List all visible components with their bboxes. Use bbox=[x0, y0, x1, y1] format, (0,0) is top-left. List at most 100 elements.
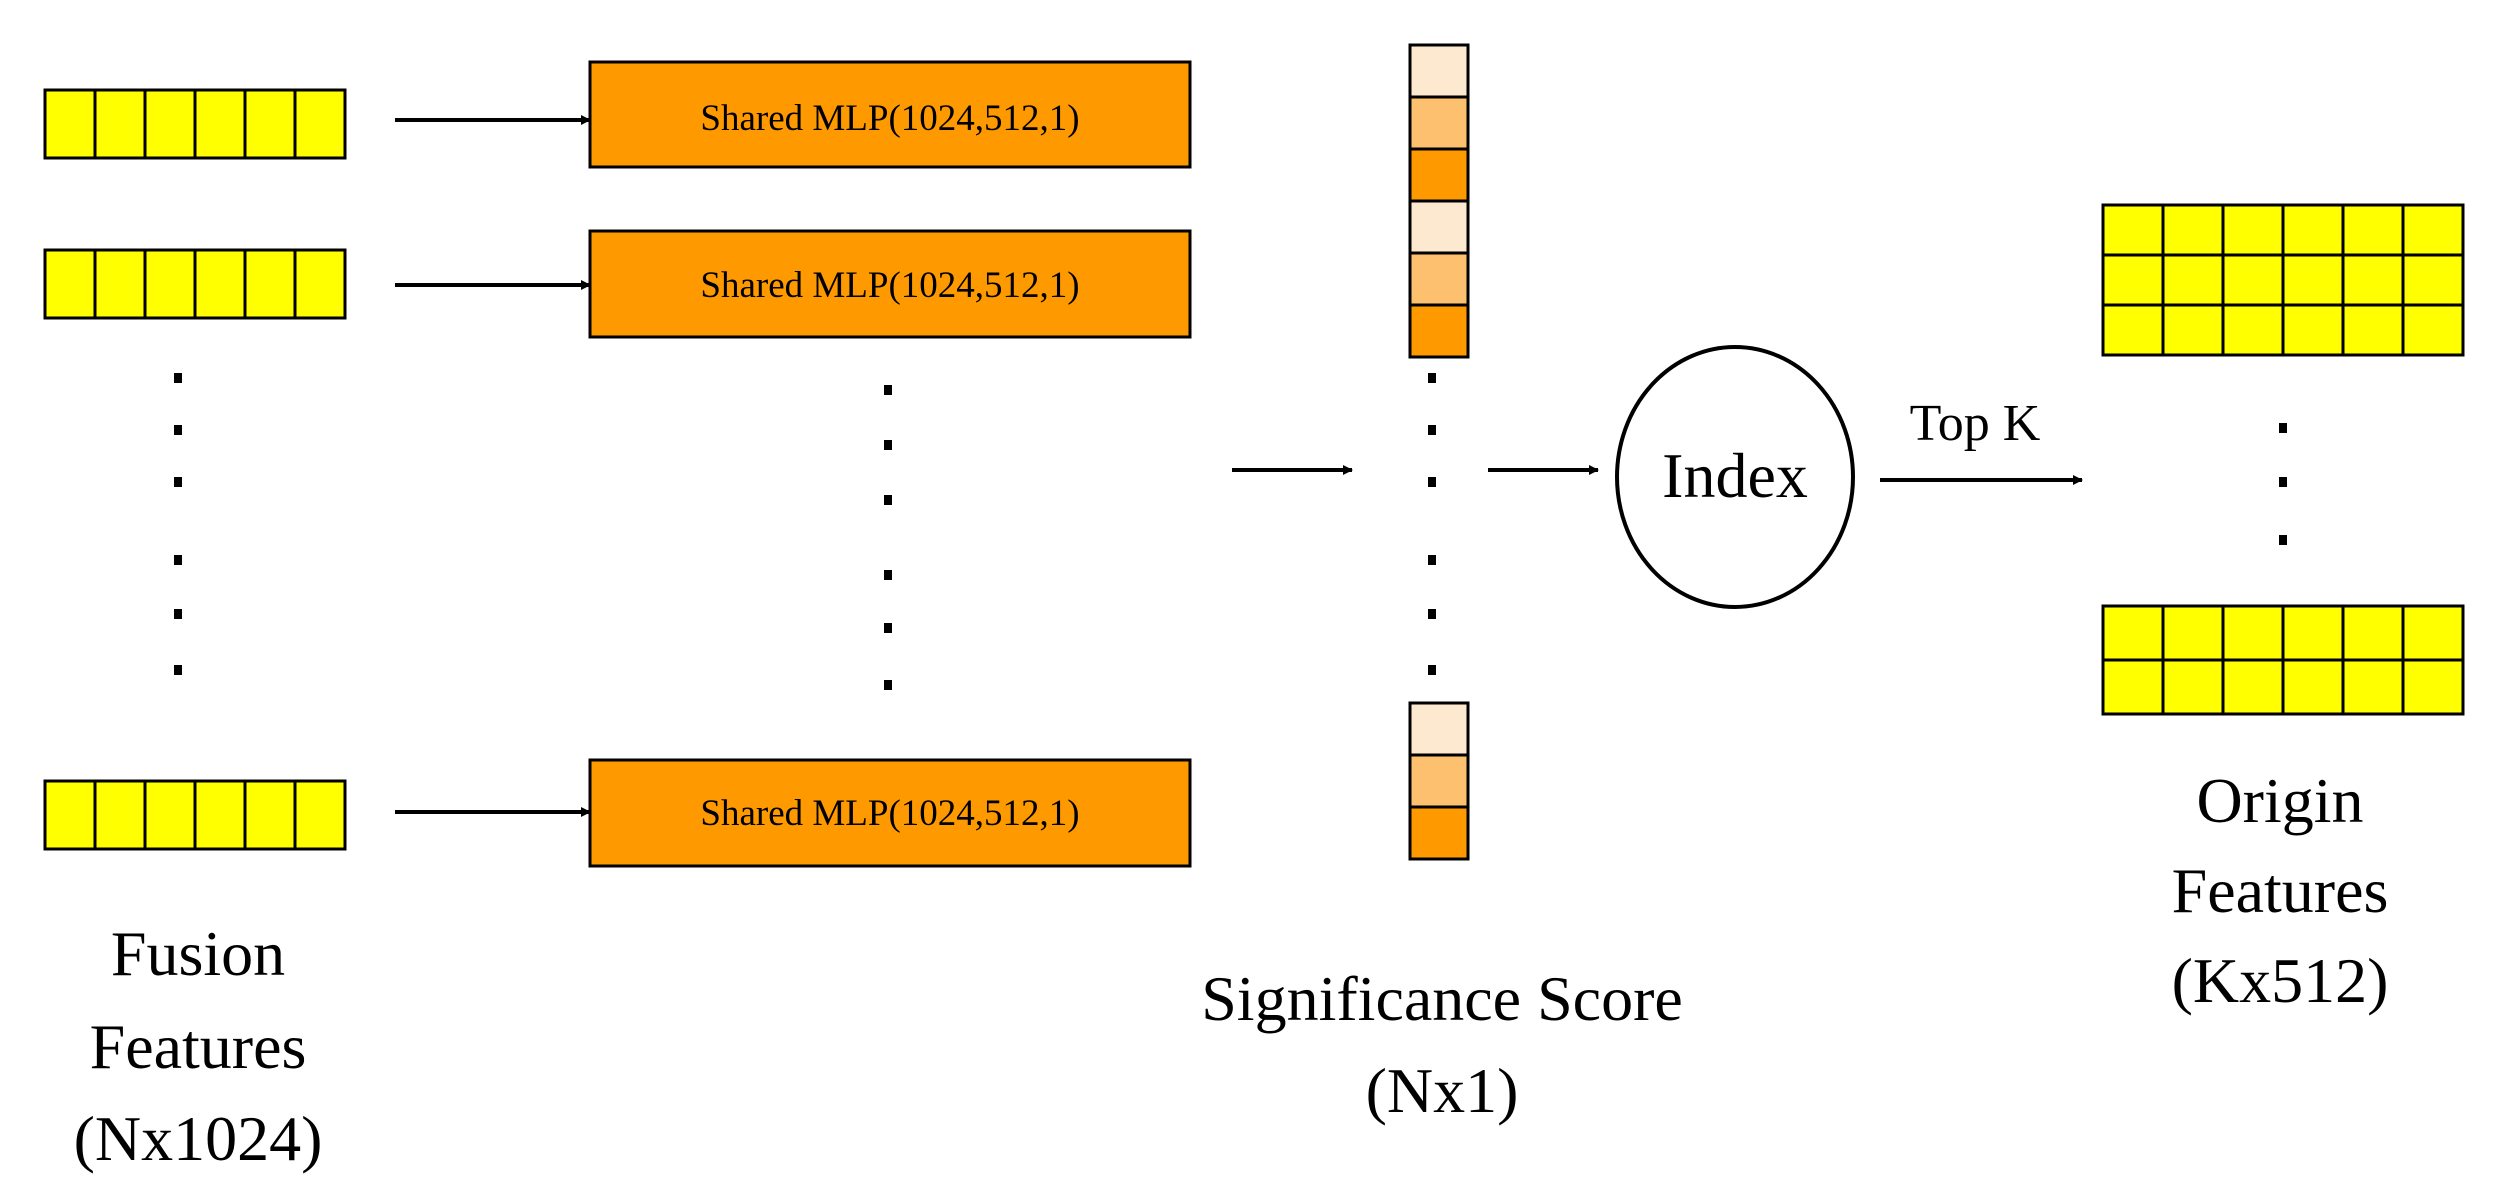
score-cell bbox=[1408, 199, 1470, 255]
origin-label-line3: (Kx512) bbox=[2172, 945, 2389, 1016]
feature-cell bbox=[293, 88, 347, 160]
feature-cell bbox=[2281, 303, 2345, 357]
origin-vertical-ellipsis-icon bbox=[2279, 423, 2287, 545]
feature-cell bbox=[2161, 658, 2225, 716]
fusion-feature-row-2 bbox=[43, 248, 347, 320]
feature-cell bbox=[2221, 658, 2285, 716]
score-cell bbox=[1408, 753, 1470, 809]
dot bbox=[1428, 665, 1436, 675]
feature-cell bbox=[2341, 303, 2405, 357]
fusion-vertical-ellipsis-icon bbox=[174, 373, 182, 675]
feature-cell bbox=[193, 779, 247, 851]
origin-feature-grid-bottom bbox=[2101, 604, 2465, 716]
feature-cell bbox=[143, 779, 197, 851]
score-label-line2: (Nx1) bbox=[1366, 1055, 1519, 1126]
dot bbox=[2279, 535, 2287, 545]
dot bbox=[174, 665, 182, 675]
origin-features-label: Origin Features (Kx512) bbox=[2172, 765, 2389, 1016]
score-vertical-ellipsis-icon bbox=[1428, 373, 1436, 675]
dot bbox=[174, 477, 182, 487]
dot bbox=[884, 495, 892, 505]
fusion-features-label: Fusion Features (Nx1024) bbox=[74, 918, 323, 1174]
dot bbox=[174, 555, 182, 565]
dot bbox=[884, 440, 892, 450]
shared-mlp-label: Shared MLP(1024,512,1) bbox=[700, 793, 1079, 834]
fusion-label-line2: Features bbox=[90, 1011, 307, 1082]
feature-cell bbox=[293, 248, 347, 320]
feature-cell bbox=[2101, 253, 2165, 307]
feature-cell bbox=[2401, 203, 2465, 257]
fusion-label-line3: (Nx1024) bbox=[74, 1103, 323, 1174]
feature-cell bbox=[2281, 658, 2345, 716]
dot bbox=[1428, 425, 1436, 435]
shared-mlp-box-2: Shared MLP(1024,512,1) bbox=[588, 229, 1192, 339]
feature-cell bbox=[2221, 253, 2285, 307]
dot bbox=[1428, 477, 1436, 487]
significance-score-column-bottom bbox=[1408, 701, 1470, 861]
feature-cell bbox=[2341, 604, 2405, 662]
dot bbox=[884, 680, 892, 690]
score-cell bbox=[1408, 805, 1470, 861]
feature-cell bbox=[2161, 253, 2225, 307]
feature-cell bbox=[193, 88, 247, 160]
dot bbox=[2279, 423, 2287, 433]
feature-cell bbox=[93, 88, 147, 160]
feature-cell bbox=[193, 248, 247, 320]
score-label-line1: Significance Score bbox=[1201, 963, 1683, 1034]
top-k-label: Top K bbox=[1910, 395, 2041, 452]
dot bbox=[1428, 555, 1436, 565]
significance-score-label: Significance Score (Nx1) bbox=[1201, 963, 1683, 1126]
feature-cell bbox=[243, 248, 297, 320]
feature-cell bbox=[2161, 203, 2225, 257]
feature-cell bbox=[2281, 253, 2345, 307]
feature-cell bbox=[2101, 303, 2165, 357]
feature-cell bbox=[2281, 203, 2345, 257]
feature-cell bbox=[2101, 604, 2165, 662]
feature-cell bbox=[2401, 303, 2465, 357]
feature-cell bbox=[2341, 253, 2405, 307]
mlp-vertical-ellipsis-icon bbox=[884, 385, 892, 690]
dot bbox=[884, 623, 892, 633]
feature-cell bbox=[243, 779, 297, 851]
feature-cell bbox=[43, 779, 97, 851]
score-cell bbox=[1408, 303, 1470, 359]
dot bbox=[2279, 477, 2287, 487]
feature-cell bbox=[2101, 203, 2165, 257]
feature-cell bbox=[2401, 658, 2465, 716]
shared-mlp-label: Shared MLP(1024,512,1) bbox=[700, 265, 1079, 306]
score-cell bbox=[1408, 251, 1470, 307]
score-cell bbox=[1408, 95, 1470, 151]
feature-cell bbox=[2401, 253, 2465, 307]
dot bbox=[174, 425, 182, 435]
feature-cell bbox=[2401, 604, 2465, 662]
significance-score-column-top bbox=[1408, 43, 1470, 359]
feature-cell bbox=[2221, 203, 2285, 257]
dot bbox=[1428, 609, 1436, 619]
shared-mlp-label: Shared MLP(1024,512,1) bbox=[700, 98, 1079, 139]
dot bbox=[174, 373, 182, 383]
feature-cell bbox=[2341, 658, 2405, 716]
dot bbox=[174, 609, 182, 619]
feature-cell bbox=[2221, 303, 2285, 357]
dot bbox=[1428, 373, 1436, 383]
score-cell bbox=[1408, 701, 1470, 757]
feature-cell bbox=[143, 248, 197, 320]
feature-cell bbox=[43, 248, 97, 320]
feature-cell bbox=[2341, 203, 2405, 257]
feature-cell bbox=[93, 779, 147, 851]
score-cell bbox=[1408, 43, 1470, 99]
fusion-feature-row-1 bbox=[43, 88, 347, 160]
feature-cell bbox=[93, 248, 147, 320]
feature-cell bbox=[2161, 604, 2225, 662]
feature-cell bbox=[43, 88, 97, 160]
score-cell bbox=[1408, 147, 1470, 203]
feature-cell bbox=[243, 88, 297, 160]
origin-label-line2: Features bbox=[2172, 855, 2389, 926]
feature-cell bbox=[293, 779, 347, 851]
origin-feature-grid-top bbox=[2101, 203, 2465, 357]
dot bbox=[884, 385, 892, 395]
fusion-label-line1: Fusion bbox=[111, 918, 285, 989]
dot bbox=[884, 570, 892, 580]
